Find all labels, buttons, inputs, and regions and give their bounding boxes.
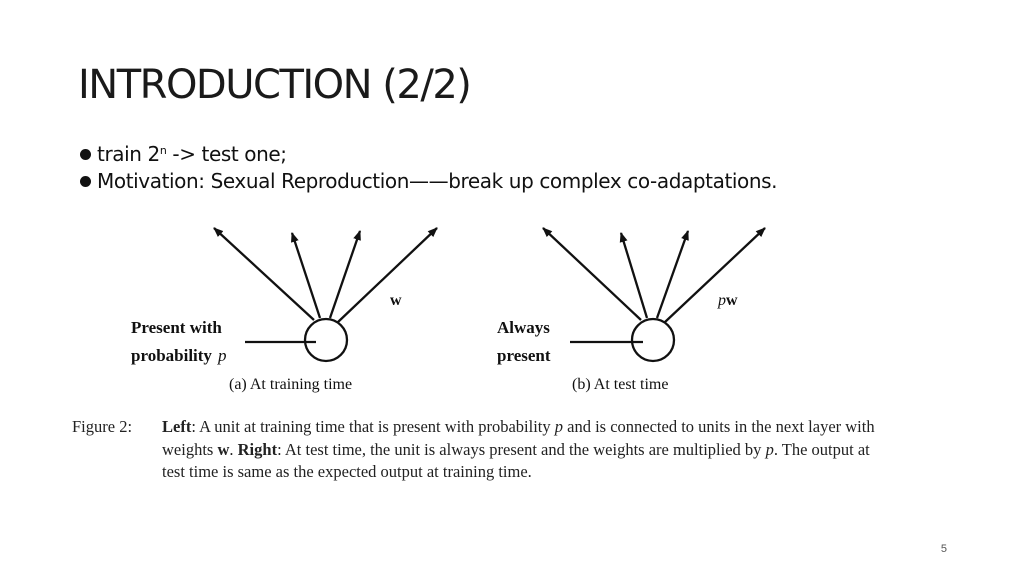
- right-label-line2: present: [497, 346, 551, 365]
- bullet-item: train 2n -> test one;: [80, 137, 777, 168]
- right-arrow-4: [664, 227, 766, 323]
- bullet-dot-icon: [80, 149, 91, 160]
- right-weight-label: pw: [717, 292, 738, 309]
- right-subcaption: (b) At test time: [572, 376, 668, 393]
- bullet-text: Motivation: Sexual Reproduction——break u…: [97, 169, 778, 193]
- left-arrow-3: [328, 230, 362, 319]
- left-subcaption: (a) At training time: [229, 376, 352, 393]
- right-arrow-3: [655, 230, 690, 319]
- figure-caption: Figure 2: Left: A unit at training time …: [72, 416, 892, 484]
- right-unit-circle: [630, 317, 676, 363]
- right-arrow-1: [542, 227, 642, 321]
- right-arrow-2: [619, 232, 649, 319]
- left-label-line1: Present with: [131, 318, 222, 337]
- left-arrow-2: [290, 232, 322, 319]
- bullet-item: Motivation: Sexual Reproduction——break u…: [80, 168, 778, 195]
- bullet-superscript: n: [159, 144, 167, 157]
- caption-label: Figure 2:: [72, 417, 133, 436]
- left-arrow-4: [337, 227, 438, 323]
- left-arrow-1: [213, 227, 315, 321]
- bullet-dot-icon: [80, 176, 91, 187]
- right-neuron-diagram: Always present pw (b) At test time: [497, 227, 766, 393]
- right-label-line1: Always: [497, 318, 550, 337]
- bullet-list: train 2n -> test one; Motivation: Sexual…: [80, 137, 778, 195]
- left-unit-circle: [303, 317, 349, 363]
- slide-title: INTRODUCTION (2/2): [78, 62, 472, 108]
- bullet-text-pre: train 2: [97, 142, 160, 166]
- left-weight-label: w: [390, 292, 402, 309]
- page-number: 5: [940, 543, 947, 555]
- bullet-text-post: -> test one;: [166, 142, 287, 166]
- caption-text: Left: A unit at training time that is pr…: [162, 417, 875, 481]
